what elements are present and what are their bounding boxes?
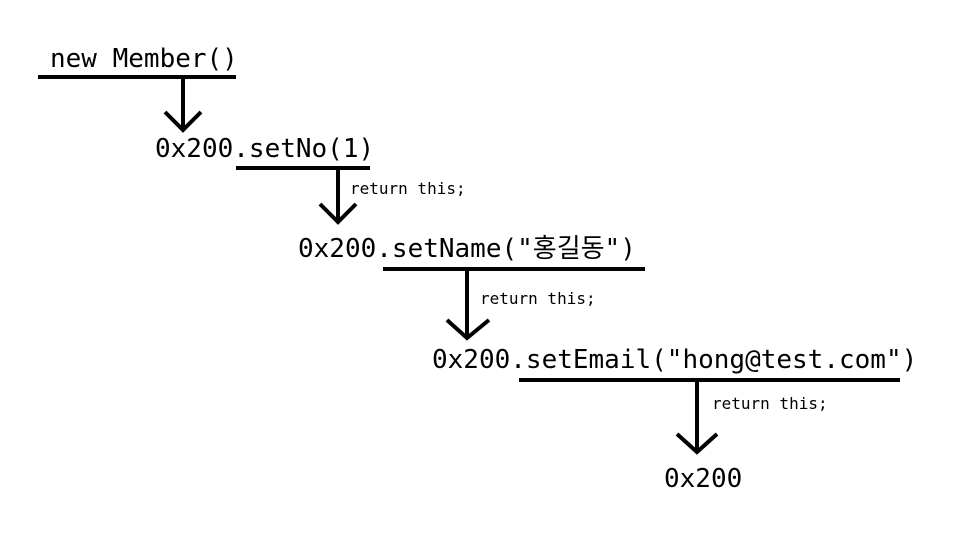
down-arrow-icon: [163, 77, 203, 133]
code-set-name: 0x200.setName("홍길동"): [298, 234, 636, 264]
code-result: 0x200: [664, 464, 743, 494]
down-arrow-icon: [445, 269, 491, 341]
code-set-email: 0x200.setEmail("hong@test.com"): [432, 345, 918, 375]
note-return-this-1: return this;: [350, 179, 466, 198]
down-arrow-icon: [318, 168, 358, 225]
note-return-this-3: return this;: [712, 394, 828, 413]
code-new-member: new Member(): [50, 44, 238, 74]
down-arrow-icon: [675, 380, 719, 455]
note-return-this-2: return this;: [480, 289, 596, 308]
code-set-no: 0x200.setNo(1): [155, 134, 375, 164]
